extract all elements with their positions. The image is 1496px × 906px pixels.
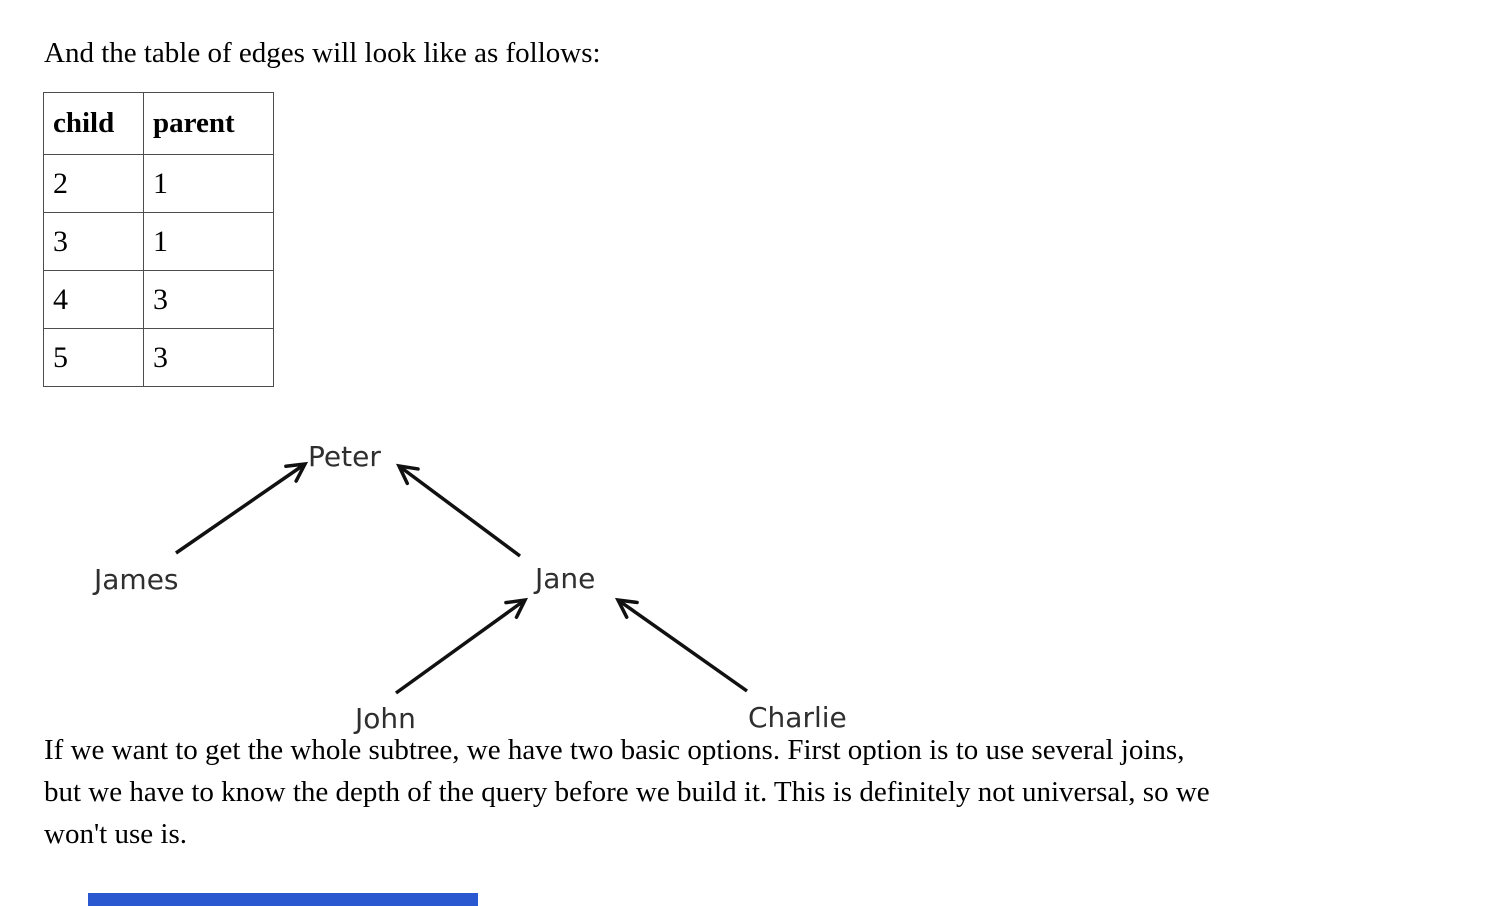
body-paragraph: If we want to get the whole subtree, we … — [44, 729, 1484, 855]
table-cell-parent: 1 — [143, 154, 274, 213]
table-cell-child: 3 — [43, 212, 144, 271]
table-header-row: child parent — [43, 92, 274, 155]
table-cell-parent: 1 — [143, 212, 274, 271]
intro-text: And the table of edges will look like as… — [44, 37, 601, 69]
table-cell-parent: 3 — [143, 328, 274, 387]
paragraph-line: If we want to get the whole subtree, we … — [44, 734, 1185, 766]
paragraph-line: but we have to know the depth of the que… — [44, 776, 1210, 808]
table-cell-child: 4 — [43, 270, 144, 329]
edge-arrow-john-to-jane — [394, 597, 529, 695]
table-row: 2 1 — [43, 154, 274, 213]
table-cell-child: 2 — [43, 154, 144, 213]
table-row: 5 3 — [43, 328, 274, 387]
table-cell-parent: 3 — [143, 270, 274, 329]
table-cell-child: 5 — [43, 328, 144, 387]
tree-node-peter: Peter — [308, 440, 381, 473]
column-header-child: child — [43, 92, 144, 155]
edge-arrow-charlie-to-jane — [614, 597, 749, 693]
table-row: 3 1 — [43, 212, 274, 271]
table-row: 4 3 — [43, 270, 274, 329]
edge-arrow-jane-to-peter — [395, 463, 522, 558]
bottom-accent-bar — [88, 893, 478, 906]
tree-node-james: James — [92, 563, 179, 596]
column-header-parent: parent — [143, 92, 274, 155]
tree-node-jane: Jane — [533, 562, 595, 595]
edges-table: child parent 2 1 3 1 4 3 5 3 — [43, 92, 274, 387]
paragraph-line: won't use is. — [44, 818, 187, 850]
edge-arrow-james-to-peter — [175, 461, 309, 555]
